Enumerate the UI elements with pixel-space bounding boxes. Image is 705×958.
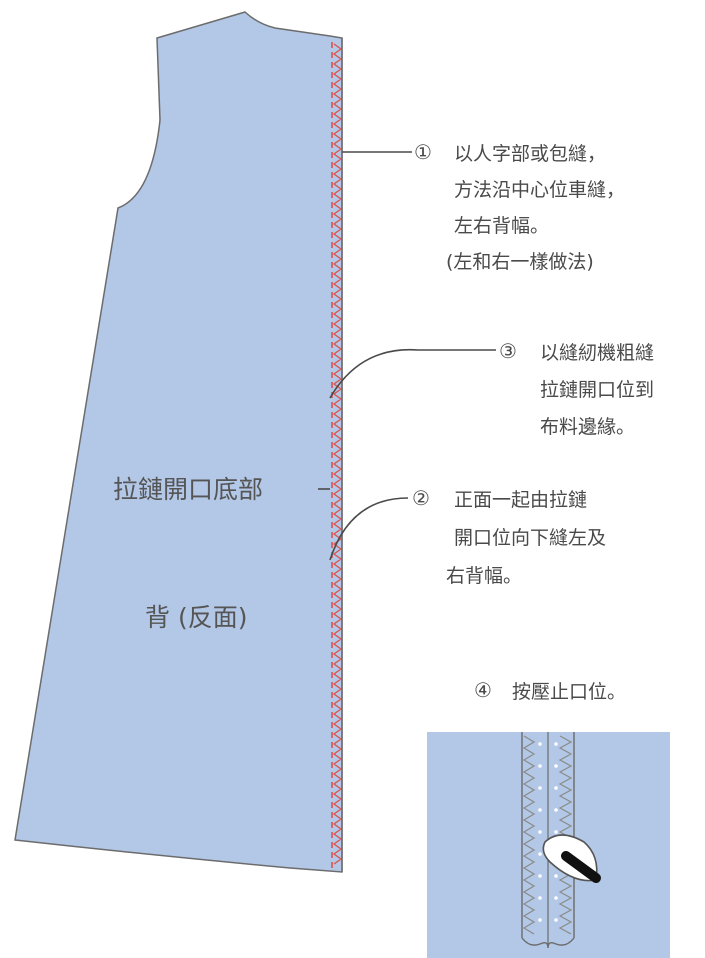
- inset-basting-dots: [538, 742, 558, 922]
- basting-dot: [554, 830, 558, 834]
- leader-line-step3: [329, 348, 496, 399]
- basting-dot: [554, 786, 558, 790]
- leader-line-step2: [329, 497, 409, 561]
- step2-line-2: 開口位向下縫左及: [454, 527, 606, 549]
- inset-seam-bottom: [521, 937, 575, 949]
- basting-dot: [538, 852, 542, 856]
- basting-dot: [538, 786, 542, 790]
- iron-handle: [561, 851, 601, 883]
- basting-dot: [538, 742, 542, 746]
- step1-number: ①: [414, 140, 432, 164]
- basting-dot: [538, 896, 542, 900]
- iron-icon: [542, 834, 601, 883]
- step1-line-2: 方法沿中心位車縫，: [454, 179, 625, 201]
- basting-dot: [554, 874, 558, 878]
- overlock-zigzag-stitch: [332, 43, 343, 865]
- step1-line-3: 左右背幅。: [454, 215, 549, 237]
- step1-line-1: 以人字部或包縫，: [454, 143, 606, 165]
- basting-dot: [554, 742, 558, 746]
- step3-number: ③: [499, 339, 517, 363]
- basting-dot: [554, 764, 558, 768]
- basting-dot: [538, 830, 542, 834]
- step3-line-2: 拉鏈開口位到: [540, 379, 654, 401]
- step1-line-4: (左和右一樣做法): [446, 251, 594, 273]
- basting-dot: [538, 874, 542, 878]
- back-reverse-label: 背 (反面): [145, 603, 247, 632]
- step3-line-1: 以縫紉機粗縫: [540, 342, 654, 364]
- step3-line-3: 布料邊緣。: [540, 416, 635, 438]
- inset-zigzag-left: [522, 735, 536, 935]
- basting-dot: [538, 918, 542, 922]
- basting-dot: [554, 918, 558, 922]
- step4-number: ④: [474, 678, 492, 702]
- step2-line-3: 右背幅。: [446, 565, 522, 587]
- basting-dot: [538, 808, 542, 812]
- back-fabric-piece: [14, 11, 343, 873]
- basting-dot: [554, 896, 558, 900]
- zipper-bottom-label: 拉鏈開口底部: [113, 475, 263, 504]
- step2-line-1: 正面一起由拉鏈: [454, 489, 587, 511]
- basting-dot: [554, 808, 558, 812]
- step4-text: 按壓止口位。: [512, 681, 626, 703]
- press-seam-inset: [427, 732, 670, 958]
- basting-dot: [538, 764, 542, 768]
- step2-number: ②: [412, 486, 430, 510]
